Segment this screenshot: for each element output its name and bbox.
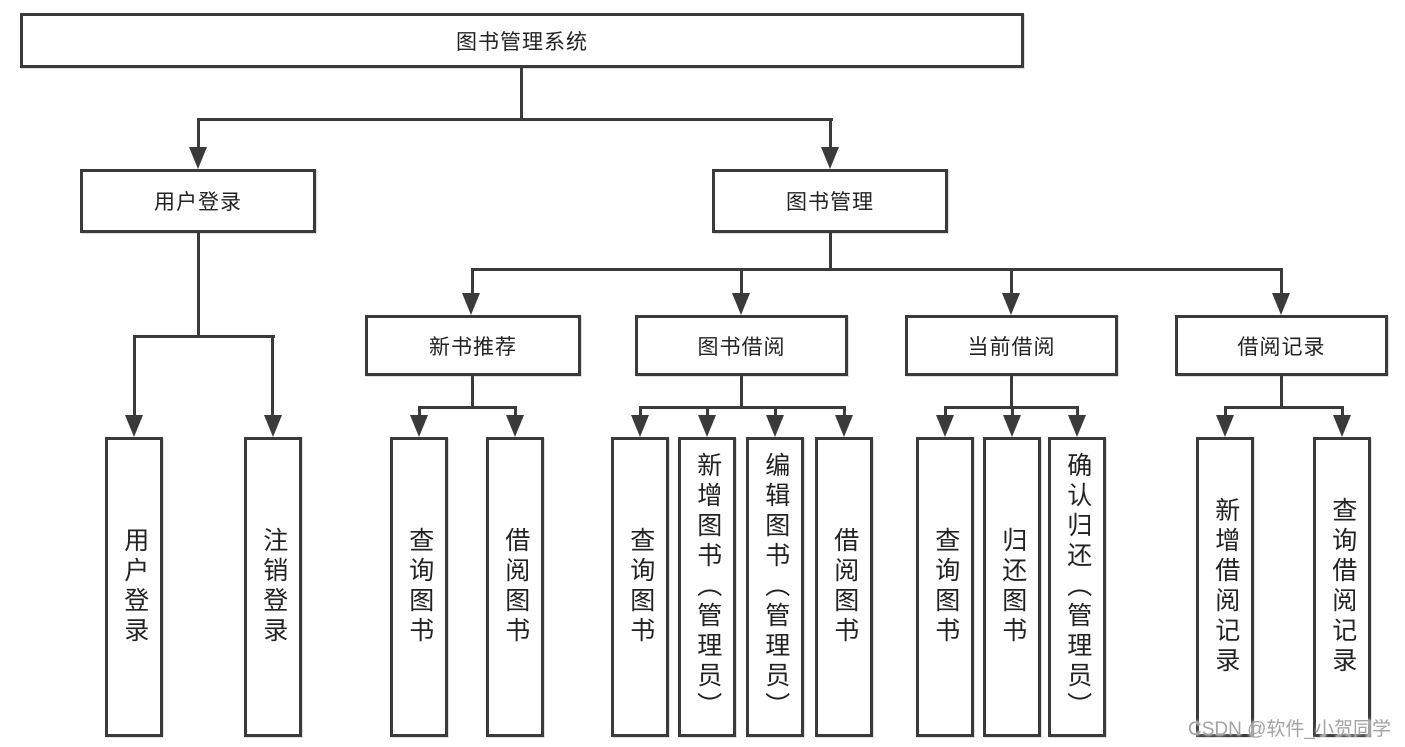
arrow-down-icon [125, 415, 143, 437]
arrow-down-icon [1003, 415, 1021, 437]
node-label: 归还图书 [998, 527, 1027, 647]
arrow-down-icon [1333, 415, 1351, 437]
arrow-down-icon [698, 415, 716, 437]
arrow-down-icon [1002, 293, 1020, 315]
connector-line [471, 268, 1283, 271]
connector-line [197, 118, 833, 121]
node-label: 查询借阅记录 [1328, 497, 1357, 677]
node-label: 查询图书 [626, 527, 655, 647]
leaf-query-borrow-record: 查询借阅记录 [1313, 437, 1371, 737]
connector-line [1076, 406, 1079, 420]
arrow-down-icon [1272, 293, 1290, 315]
connector-line [829, 233, 832, 270]
connector-line [1010, 268, 1013, 299]
node-label: 新增图书（管理员） [693, 452, 722, 722]
connector-line [944, 406, 947, 420]
arrow-down-icon [936, 415, 954, 437]
node-label: 用户登录 [120, 527, 149, 647]
node-library-management-system: 图书管理系统 [20, 13, 1024, 68]
node-label: 图书借阅 [697, 335, 786, 359]
arrow-down-icon [631, 415, 649, 437]
leaf-borrow-books-1: 借阅图书 [486, 437, 544, 737]
arrow-down-icon [264, 415, 282, 437]
arrow-down-icon [1216, 415, 1234, 437]
leaf-query-books-2: 查询图书 [611, 437, 669, 737]
connector-line [197, 118, 200, 154]
connector-line [639, 406, 846, 409]
arrow-down-icon [835, 415, 853, 437]
node-user-login: 用户登录 [80, 169, 316, 233]
node-label: 用户登录 [154, 191, 242, 214]
connector-line [514, 406, 517, 420]
connector-line [1224, 406, 1227, 420]
connector-line [1280, 268, 1283, 299]
csdn-watermark: CSDN @软件_小贺同学 [1188, 719, 1391, 740]
node-label: 注销登录 [259, 527, 288, 647]
leaf-borrow-books-2: 借阅图书 [815, 437, 873, 737]
connector-line [1341, 406, 1344, 420]
arrow-down-icon [506, 415, 524, 437]
leaf-query-books-3: 查询图书 [916, 437, 974, 737]
connector-line [418, 406, 517, 409]
leaf-add-borrow-record: 新增借阅记录 [1196, 437, 1254, 737]
node-book-borrowing: 图书借阅 [635, 315, 848, 376]
node-label: 新增借阅记录 [1211, 497, 1240, 677]
connector-line [520, 68, 523, 120]
arrow-down-icon [410, 415, 428, 437]
connector-line [843, 406, 846, 420]
connector-line [639, 406, 642, 420]
node-label: 新书推荐 [429, 335, 517, 359]
arrow-down-icon [766, 415, 784, 437]
node-label: 查询图书 [931, 527, 960, 647]
connector-line [1010, 376, 1013, 408]
leaf-user-login: 用户登录 [105, 437, 163, 737]
arrow-down-icon [732, 293, 750, 315]
connector-line [1224, 406, 1344, 409]
leaf-add-book-admin: 新增图书（管理员） [678, 437, 736, 737]
node-label: 借阅记录 [1237, 335, 1326, 359]
node-label: 图书管理 [786, 191, 874, 214]
arrow-down-icon [821, 147, 839, 169]
arrow-down-icon [1068, 415, 1086, 437]
node-label: 编辑图书（管理员） [761, 452, 790, 722]
node-book-management: 图书管理 [712, 169, 948, 233]
node-current-borrowing: 当前借阅 [905, 315, 1118, 376]
node-label: 图书管理系统 [456, 30, 588, 54]
leaf-confirm-return-admin: 确认归还（管理员） [1048, 437, 1106, 737]
node-label: 确认归还（管理员） [1063, 452, 1092, 722]
leaf-return-book: 归还图书 [983, 437, 1041, 737]
connector-line [829, 118, 832, 154]
connector-line [133, 335, 136, 421]
connector-line [197, 233, 200, 337]
connector-line [133, 335, 275, 338]
node-borrowing-records: 借阅记录 [1175, 315, 1388, 376]
connector-line [1280, 376, 1283, 408]
node-label: 查询图书 [405, 527, 434, 647]
connector-line [740, 268, 743, 299]
connector-line [706, 406, 709, 420]
node-new-book-recommend: 新书推荐 [365, 315, 581, 376]
connector-line [471, 376, 474, 408]
node-label: 当前借阅 [967, 335, 1056, 359]
leaf-query-books-1: 查询图书 [390, 437, 448, 737]
connector-line [1011, 406, 1014, 420]
connector-line [471, 268, 474, 299]
arrow-down-icon [189, 147, 207, 169]
connector-line [774, 406, 777, 420]
leaf-edit-book-admin: 编辑图书（管理员） [746, 437, 804, 737]
arrow-down-icon [462, 293, 480, 315]
connector-line [740, 376, 743, 408]
node-label: 借阅图书 [501, 527, 530, 647]
connector-line [418, 406, 421, 420]
leaf-logout: 注销登录 [244, 437, 302, 737]
node-label: 借阅图书 [830, 527, 859, 647]
connector-line [271, 335, 274, 421]
